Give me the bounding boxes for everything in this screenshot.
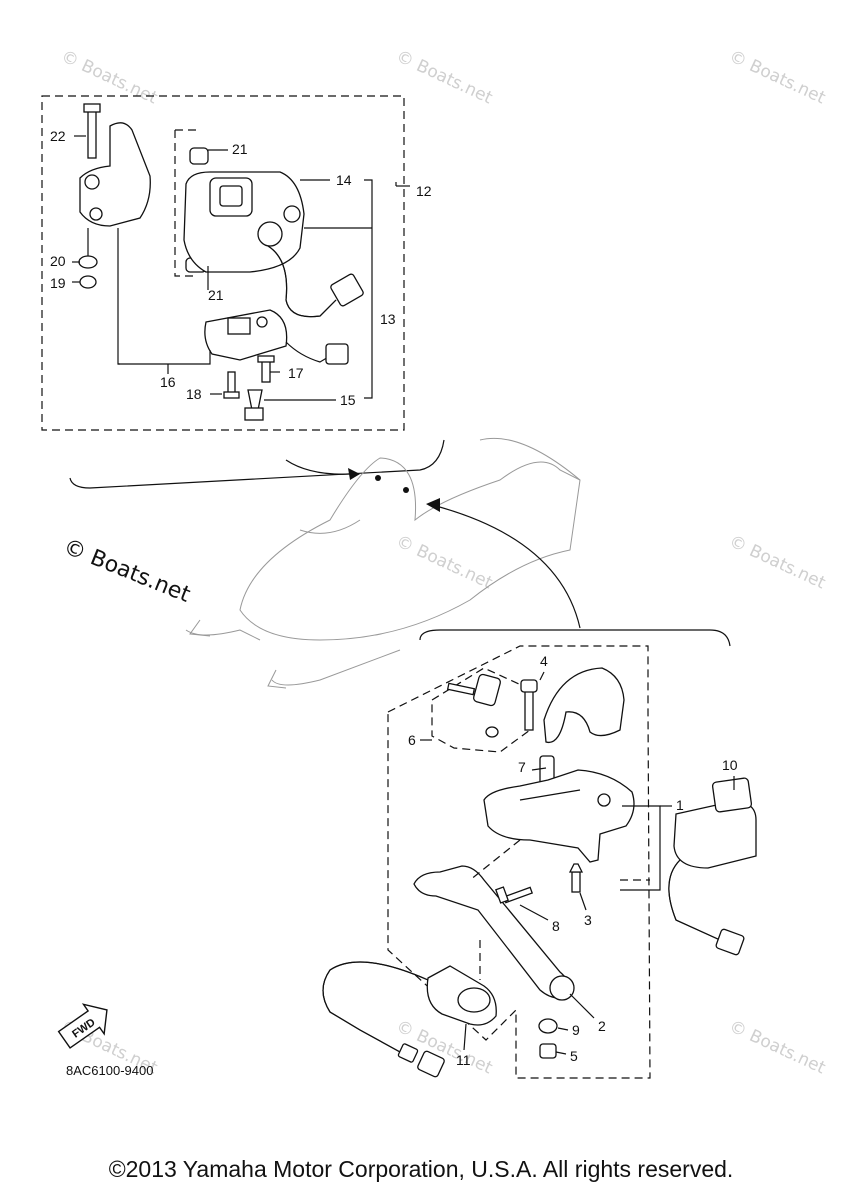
upper-inset-bracket: [69, 439, 445, 489]
control-module-10: [673, 801, 757, 869]
lever-cover: [543, 667, 625, 744]
callout-13: 13: [380, 311, 396, 327]
callout-8: 8: [552, 918, 560, 934]
snowmobile-outline: [185, 437, 581, 689]
nut-19: [79, 275, 97, 289]
bolt-4: [520, 679, 538, 731]
lower-assembly-bracket: [419, 629, 731, 647]
watermark: © Boats.net: [393, 46, 496, 108]
screw-8: [495, 886, 534, 904]
watermark-large: © Boats.net: [60, 534, 194, 608]
callout-11: 11: [456, 1052, 471, 1068]
upper-inset-border: [41, 95, 405, 431]
watermark: © Boats.net: [726, 1016, 829, 1078]
bolt-22: [83, 103, 101, 159]
washer-20: [78, 255, 98, 269]
mounting-bracket: [79, 122, 151, 227]
callout-14: 14: [336, 172, 352, 188]
watermark: © Boats.net: [58, 46, 161, 108]
callout-20: 20: [50, 253, 66, 269]
callout-21: 21: [232, 141, 248, 157]
callout-1: 1: [676, 797, 684, 813]
watermark: © Boats.net: [726, 46, 829, 108]
watermark-layer: © Boats.net © Boats.net © Boats.net © Bo…: [58, 46, 829, 1078]
callout-5: 5: [570, 1048, 578, 1064]
screw-18: [223, 371, 240, 399]
callout-15: 15: [340, 392, 356, 408]
callout-7: 7: [518, 759, 526, 775]
lower-assembly: [322, 629, 757, 1079]
screw-15: [244, 389, 264, 421]
callout-19: 19: [50, 275, 66, 291]
callout-18: 18: [186, 386, 202, 402]
grommet-21-top: [189, 147, 209, 165]
watermark: © Boats.net: [726, 531, 829, 593]
callout-12: 12: [416, 183, 432, 199]
connector-13: [330, 273, 364, 307]
callout-10: 10: [722, 757, 738, 773]
callout-3: 3: [584, 912, 592, 928]
callout-17: 17: [288, 365, 304, 381]
fwd-arrow-icon: FWD: [57, 1003, 108, 1049]
callout-21: 21: [208, 287, 224, 303]
callout-4: 4: [540, 653, 548, 669]
washer-9: [538, 1018, 558, 1034]
callout-9: 9: [572, 1022, 580, 1038]
copyright-notice: ©2013 Yamaha Motor Corporation, U.S.A. A…: [108, 1156, 734, 1182]
diagram-code: 8AC6100-9400: [66, 1063, 153, 1078]
screw-17: [257, 355, 275, 383]
nut-5: [539, 1043, 557, 1059]
throttle-housing: [483, 769, 635, 863]
part-6: [473, 673, 501, 707]
screw-3: [568, 863, 584, 893]
watermark: © Boats.net: [393, 531, 496, 593]
callout-6: 6: [408, 732, 416, 748]
callout-16: 16: [160, 374, 176, 390]
upper-inset: [41, 95, 445, 489]
callout-2: 2: [598, 1018, 606, 1034]
sub-assembly-6-border: [431, 667, 533, 753]
callout-labels: 22 21 14 12 20 19 21 13 17 16 18 15 4 6 …: [50, 128, 738, 1068]
callout-22: 22: [50, 128, 66, 144]
